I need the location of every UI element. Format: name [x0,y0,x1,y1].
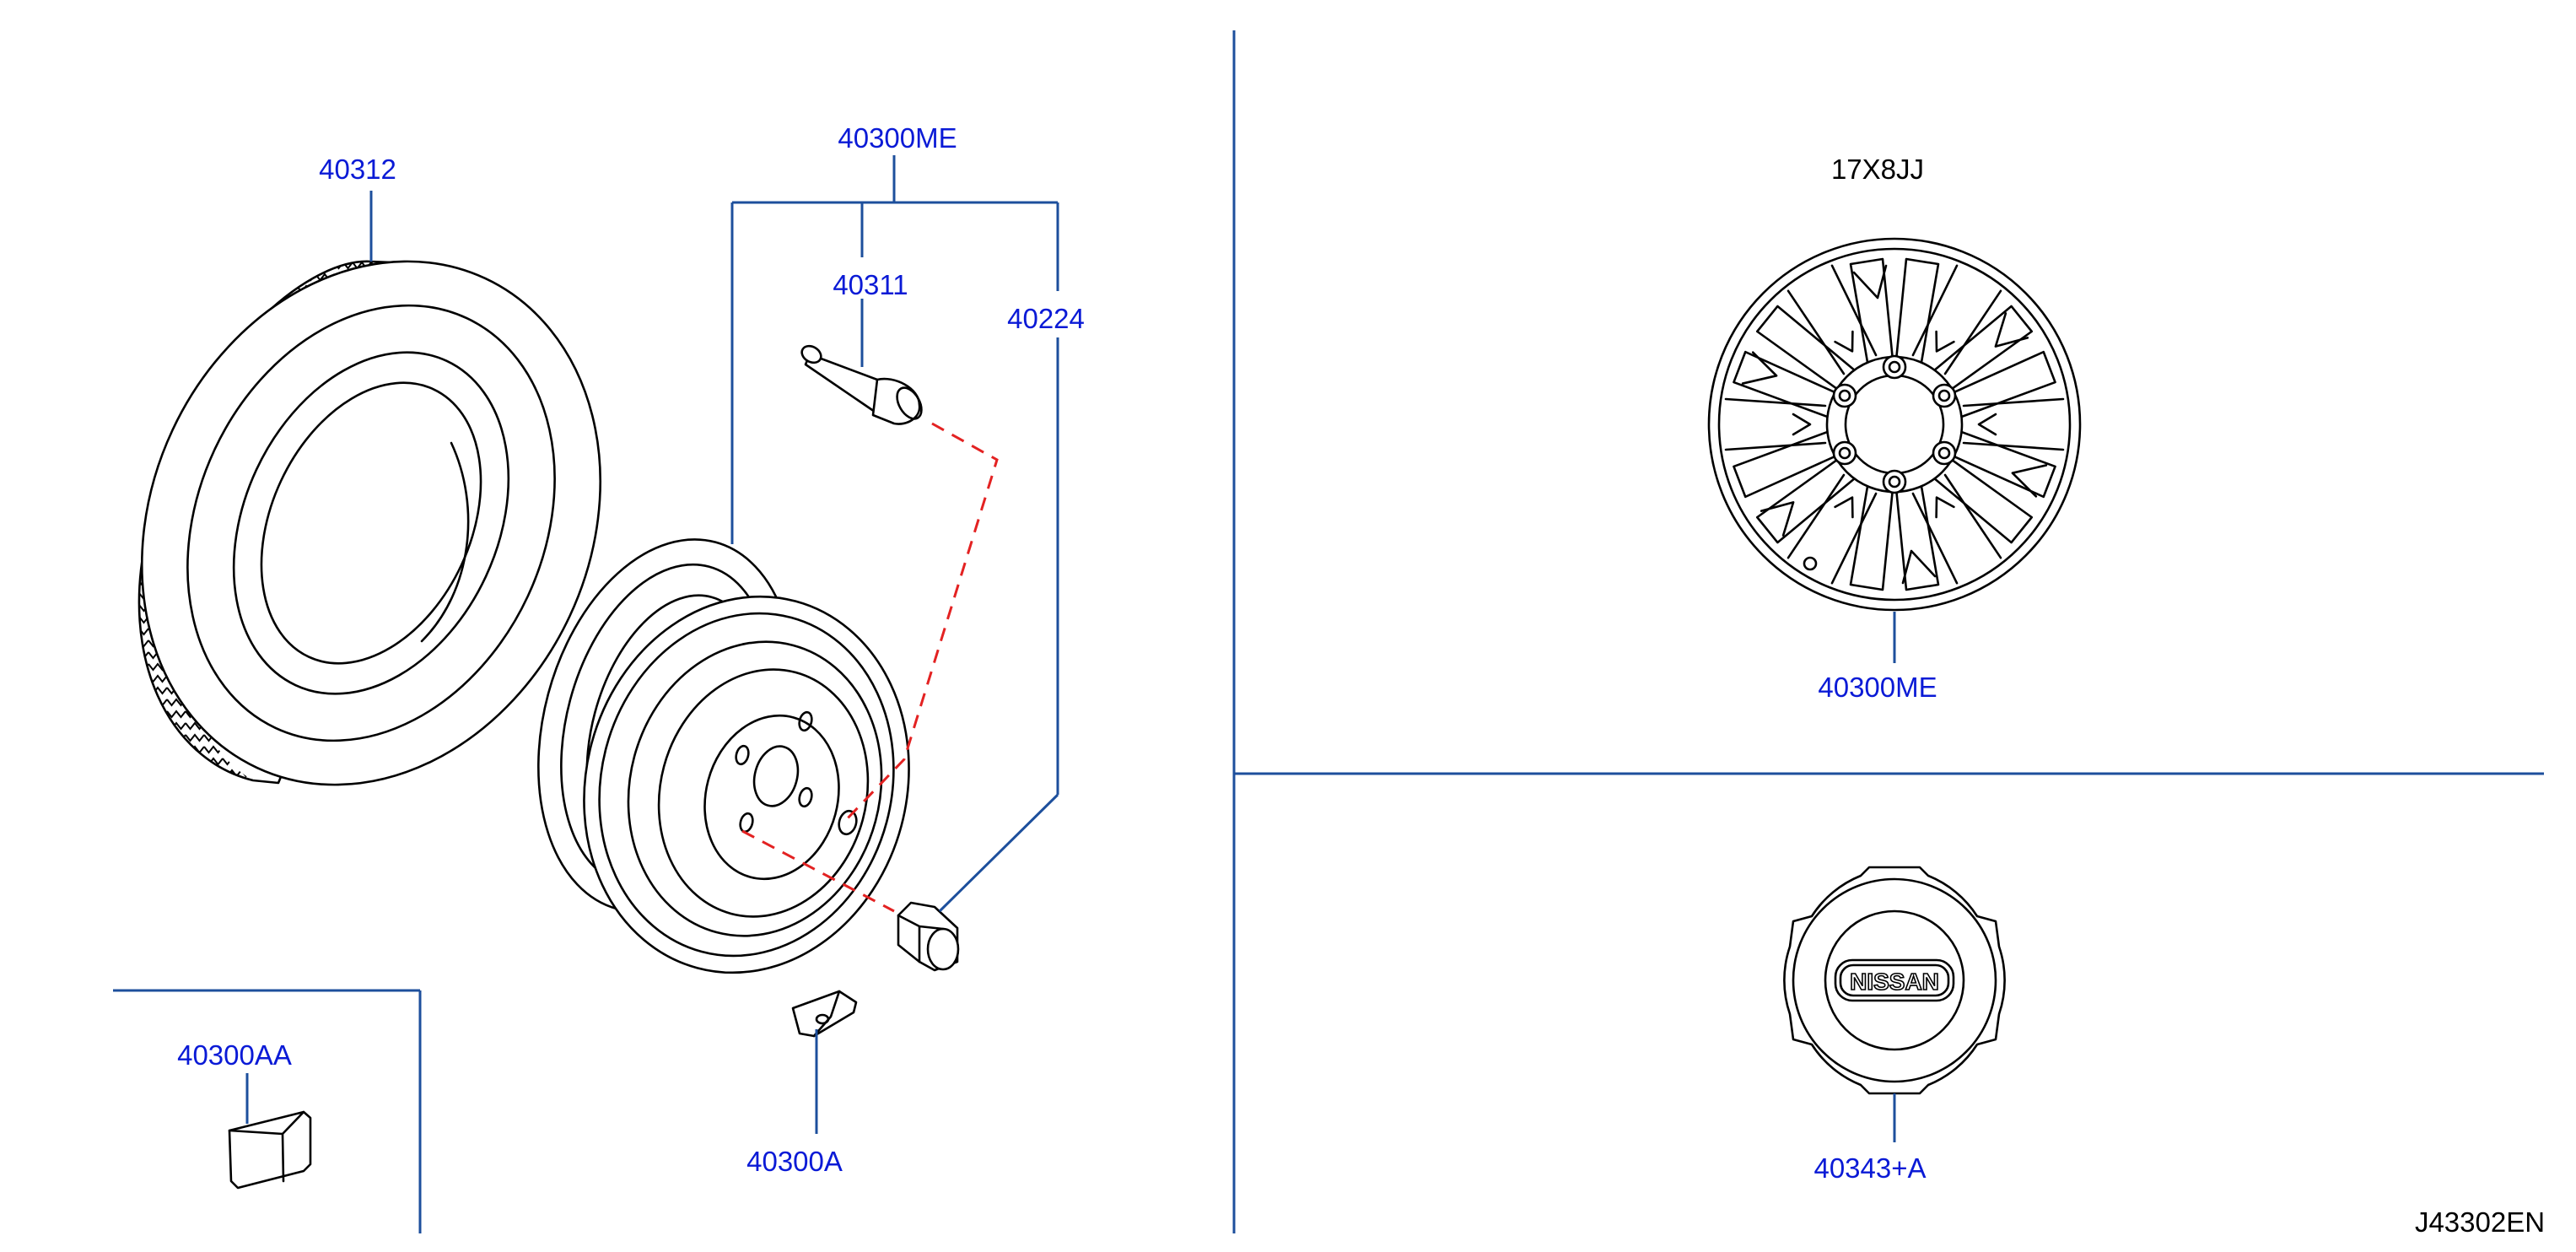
wheel-spec-label: 17X8JJ [1831,154,1924,185]
wheel-drawing[interactable] [499,510,951,1009]
weight-adhesive-drawing[interactable] [228,1110,312,1190]
part-label-nut[interactable]: 40224 [1007,303,1085,334]
alloy-wheel-drawing[interactable] [1707,237,2082,612]
part-label-tire[interactable]: 40312 [319,154,396,185]
nut-drawing[interactable] [897,901,960,972]
lug-holes [1832,354,1957,494]
valve-drawing[interactable] [799,343,926,425]
part-label-weight[interactable]: 40300A [746,1146,843,1177]
nut-connection-dashed [741,829,895,913]
part-label-center-cap[interactable]: 40343+A [1813,1152,1926,1184]
weight-clip-drawing[interactable] [791,990,858,1038]
diagram-code: J43302EN [2415,1206,2545,1238]
cap-logo-text: NISSAN [1850,969,1939,995]
valve-connection-dashed [842,422,999,824]
center-cap-drawing[interactable]: NISSAN [1783,866,2006,1095]
part-label-wheel-assembly[interactable]: 40300ME [838,122,957,154]
part-label-alloy-wheel[interactable]: 40300ME [1818,672,1937,703]
leader-lines-left [245,155,1059,1134]
alloy-spokes [1724,257,2065,591]
panel-dividers [113,30,2544,1233]
part-label-valve[interactable]: 40311 [833,269,908,300]
part-label-weight-adhesive[interactable]: 40300AA [177,1039,292,1071]
tire-drawing[interactable] [58,186,684,861]
